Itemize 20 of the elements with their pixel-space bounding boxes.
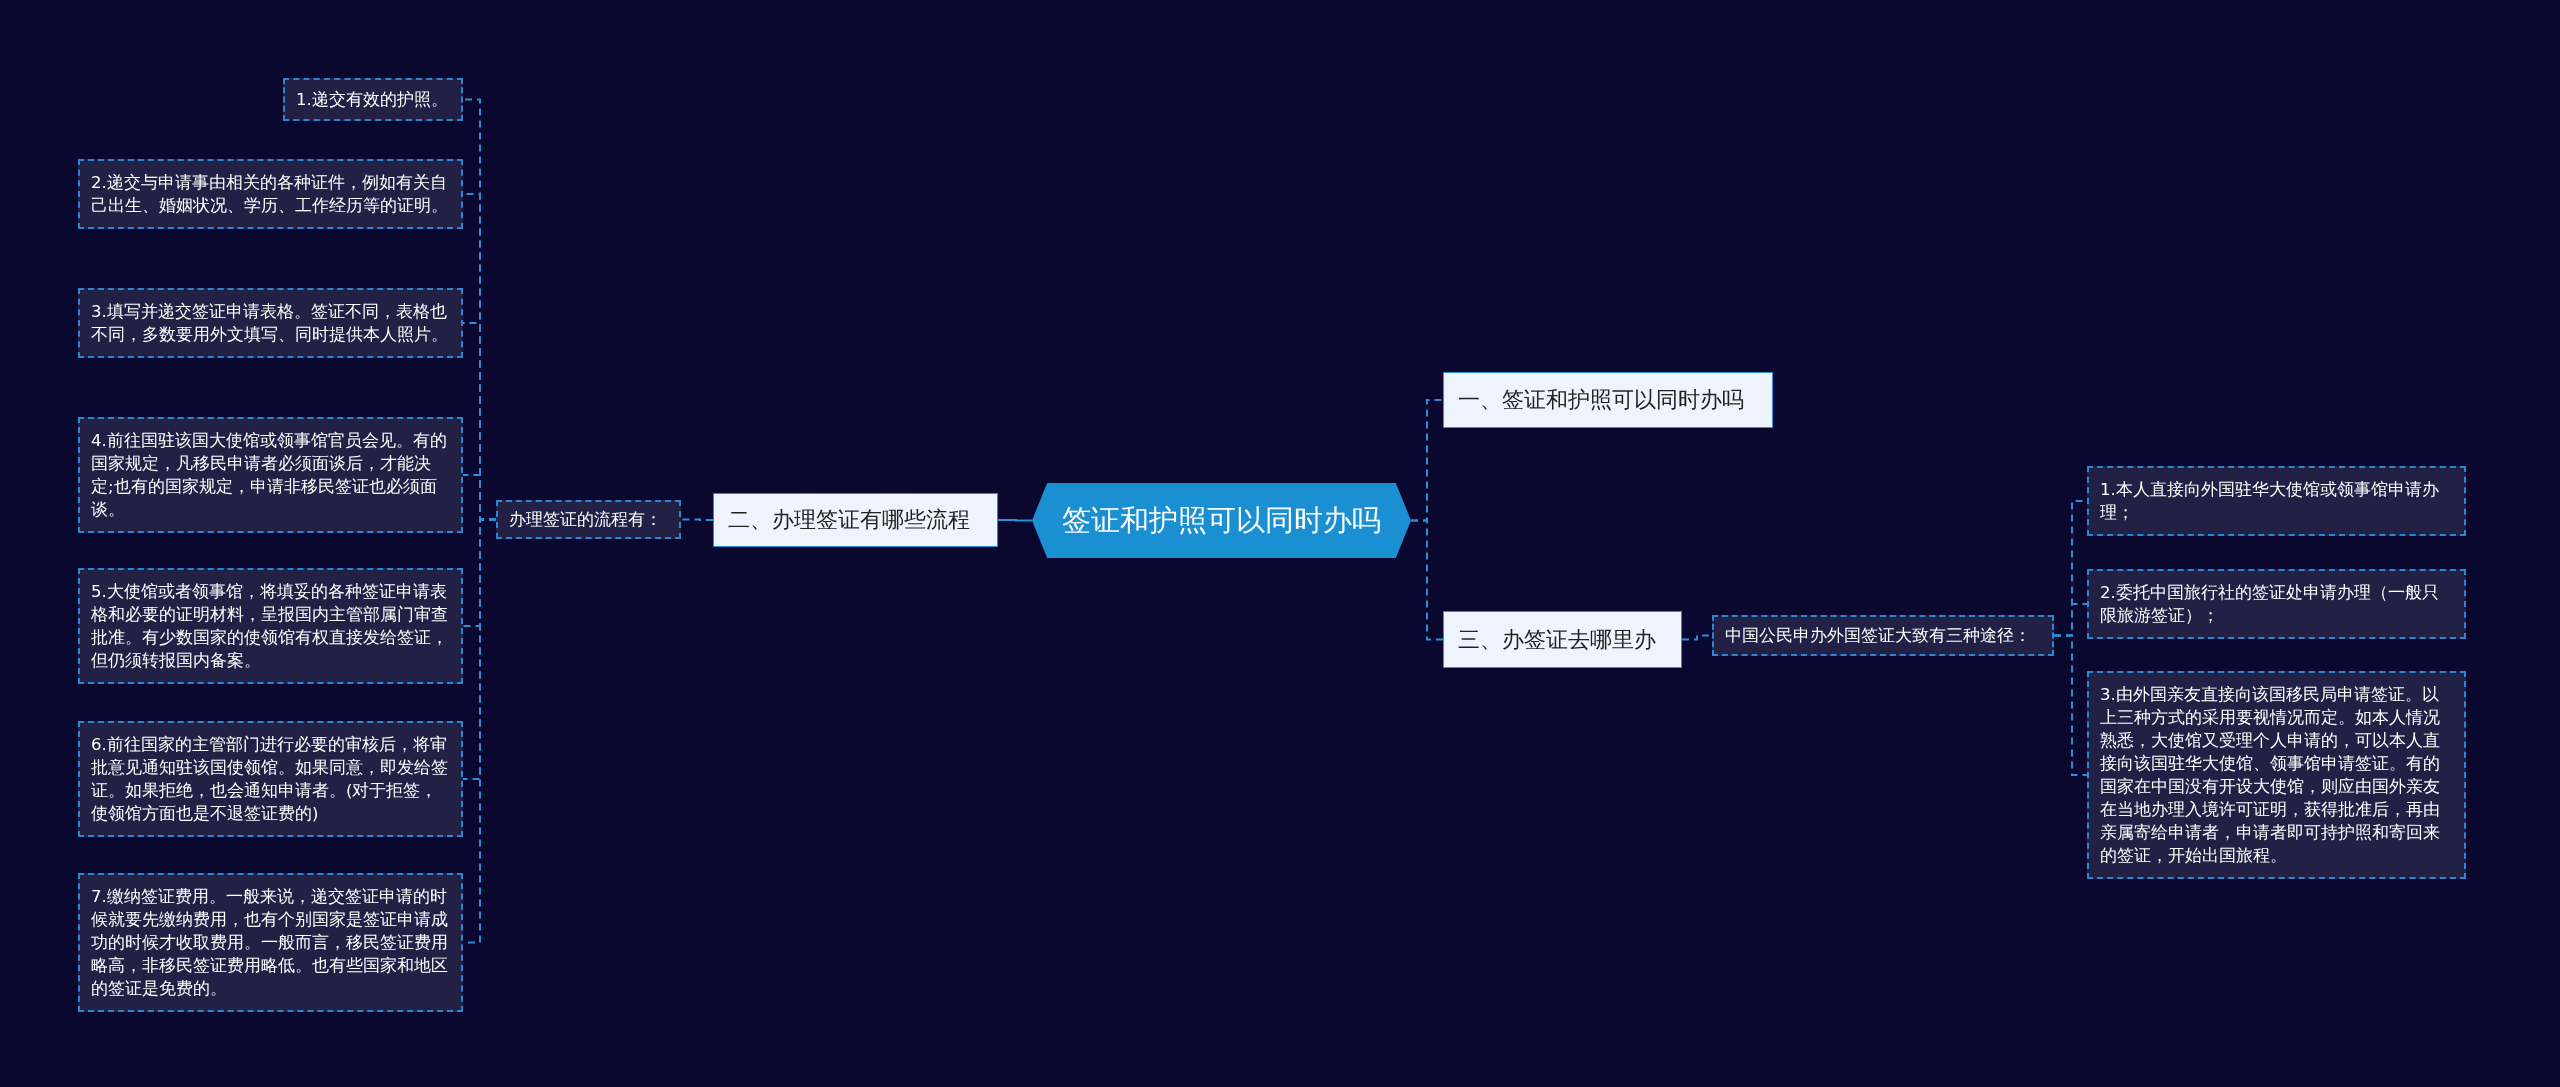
note-box: 中国公民申办外国签证大致有三种途径： bbox=[1712, 615, 2054, 656]
note-box: 7.缴纳签证费用。一般来说，递交签证申请的时候就要先缴纳费用，也有个别国家是签证申请成功的时候才收取费用。一般而言，移民签证费用略高，非移民签证费用略低。也有些国家和地区的签证是免费的。 bbox=[78, 873, 463, 1012]
note-box: 6.前往国家的主管部门进行必要的审核后，将审批意见通知驻该国使领馆。如果同意，即发给签证。如果拒绝，也会通知申请者。(对于拒签，使领馆方面也是不退签证费的) bbox=[78, 721, 463, 837]
topic-box: 三、办签证去哪里办 bbox=[1443, 611, 1682, 668]
connector-line bbox=[997, 519, 1033, 522]
note-box: 2.递交与申请事由相关的各种证件，例如有关自己出生、婚姻状况、学历、工作经历等的证明。 bbox=[78, 159, 463, 229]
note-box: 2.委托中国旅行社的签证处申请办理（一般只限旅游签证）； bbox=[2087, 569, 2466, 639]
note-box: 1.递交有效的护照。 bbox=[283, 78, 463, 121]
note-box: 3.填写并递交签证申请表格。签证不同，表格也不同，多数要用外文填写、同时提供本人照片。 bbox=[78, 288, 463, 358]
connector-line bbox=[2053, 634, 2088, 776]
topic-box: 二、办理签证有哪些流程 bbox=[713, 493, 998, 547]
connector-line bbox=[1410, 519, 1444, 641]
topic-box: 一、签证和护照可以同时办吗 bbox=[1443, 372, 1773, 428]
connector-line bbox=[680, 518, 714, 521]
note-box: 4.前往国驻该国大使馆或领事馆官员会见。有的国家规定，凡移民申请者必须面谈后，才能决定;也有的国家规定，申请非移民签证也必须面谈。 bbox=[78, 417, 463, 533]
note-box: 办理签证的流程有： bbox=[496, 500, 681, 539]
central-topic: 签证和护照可以同时办吗 bbox=[1032, 483, 1411, 558]
note-box: 1.本人直接向外国驻华大使馆或领事馆申请办理； bbox=[2087, 466, 2466, 536]
note-box: 5.大使馆或者领事馆，将填妥的各种签证申请表格和必要的证明材料，呈报国内主管部属门审查批准。有少数国家的使领馆有权直接发给签证，但仍须转报国内备案。 bbox=[78, 568, 463, 684]
note-box: 3.由外国亲友直接向该国移民局申请签证。以上三种方式的采用要视情况而定。如本人情况熟悉，大使馆又受理个人申请的，可以本人直接向该国驻华大使馆、领事馆申请签证。有的国家在中国没有开设大使馆，则应由国外亲友在当地办理入境许可证明，获得批准后，再由亲属寄给申请者，申请者即可持护照和寄回来的签证，开始出国旅程。 bbox=[2087, 671, 2466, 879]
